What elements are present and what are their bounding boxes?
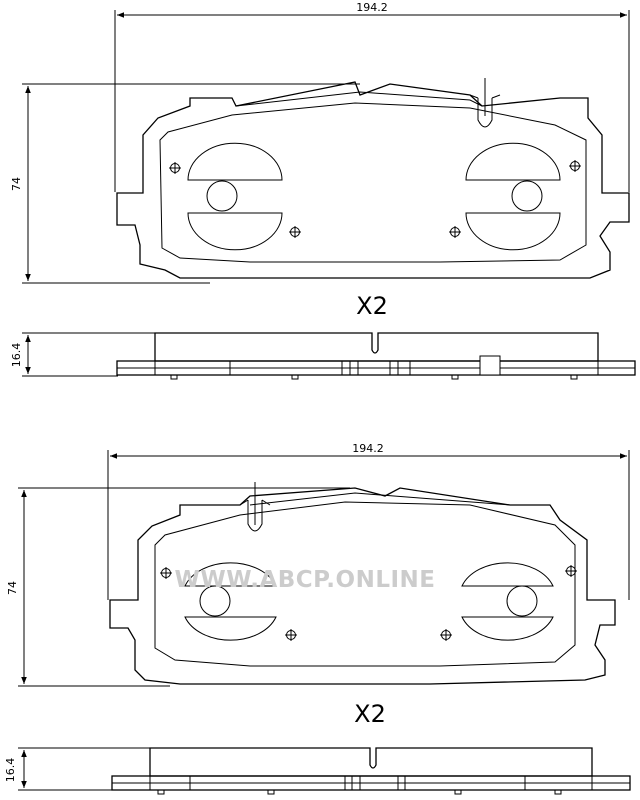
top-height-label: 74: [10, 177, 23, 191]
bottom-right-cutouts: [440, 562, 577, 641]
bottom-width-label: 194.2: [352, 442, 384, 455]
top-shim-tab: [235, 91, 483, 107]
bottom-backing-plate: [109, 487, 616, 685]
bottom-height-label: 74: [6, 581, 19, 595]
top-side-view: 16.4: [10, 332, 636, 380]
bottom-friction-block: [149, 747, 593, 777]
bottom-shim-tab: [249, 492, 511, 506]
bottom-friction-material: [154, 501, 576, 667]
top-left-cutouts: [169, 142, 301, 251]
bottom-side-view: 16.4: [4, 747, 631, 795]
bottom-plate-details: [149, 776, 593, 795]
top-width-label: 194.2: [356, 1, 388, 14]
bottom-clip: [239, 482, 271, 532]
top-plate-details: [154, 355, 599, 380]
bottom-left-cutouts: [160, 562, 297, 641]
bottom-thickness-label: 16.4: [4, 758, 17, 783]
bottom-width-dimension: 194.2: [107, 442, 630, 600]
bottom-quantity-label: X2: [354, 700, 386, 728]
bottom-height-dimension: 74: [6, 487, 350, 687]
top-friction-material: [159, 102, 587, 263]
watermark: WWW.ABCP.ONLINE: [174, 567, 435, 593]
top-front-view: 194.2 74: [10, 1, 630, 320]
top-friction-block: [154, 332, 599, 362]
top-height-dimension: 74: [10, 83, 360, 284]
top-clip: [469, 78, 501, 128]
top-quantity-label: X2: [356, 292, 388, 320]
top-thickness-dimension: 16.4: [10, 332, 155, 377]
bottom-front-view: 194.2 74 WW: [6, 442, 630, 728]
top-right-cutouts: [449, 142, 581, 251]
top-backing-plate: [116, 81, 630, 279]
top-width-dimension: 194.2: [114, 1, 630, 192]
top-thickness-label: 16.4: [10, 343, 23, 368]
bottom-thickness-dimension: 16.4: [4, 747, 150, 791]
